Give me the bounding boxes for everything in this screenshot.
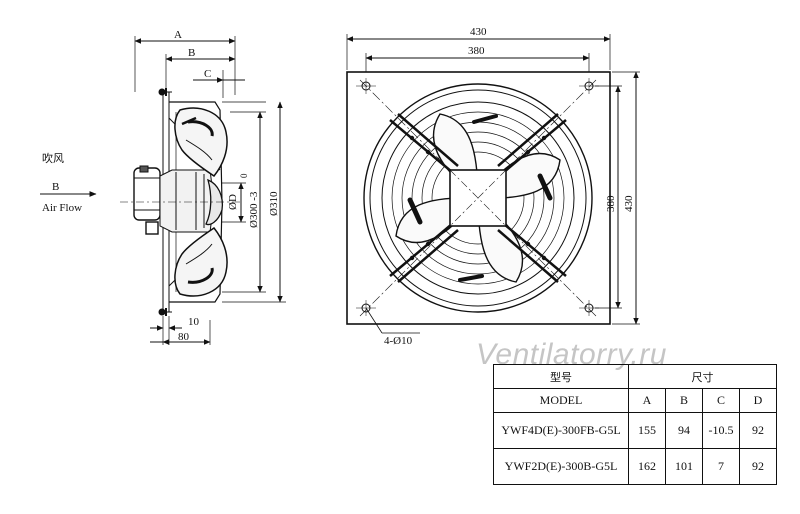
air-flow-label: Air Flow (42, 202, 82, 214)
table-row: YWF2D(E)-300B-G5L 162 101 7 92 (493, 448, 777, 485)
dim-310-label: Ø310 (268, 191, 280, 216)
air-flow-direction-letter: B (52, 181, 59, 193)
cell-b: 101 (665, 448, 703, 485)
cell-a: 162 (628, 448, 666, 485)
dim-c-label: C (204, 68, 211, 80)
air-flow-chinese-label: 吹风 (42, 152, 64, 165)
dim-430-height-label: 430 (623, 195, 635, 212)
cell-b: 94 (665, 412, 703, 449)
dim-430-width-label: 430 (470, 26, 487, 38)
dim-380-width-label: 380 (468, 45, 485, 57)
dim-a-label: A (174, 29, 182, 41)
dim-300-label: Ø300 -3 (248, 191, 260, 228)
row-model: YWF2D(E)-300B-G5L (493, 448, 629, 485)
row-model: YWF4D(E)-300FB-G5L (493, 412, 629, 449)
header-model: MODEL (493, 388, 629, 413)
header-size-cn: 尺寸 (628, 364, 777, 389)
col-header-b: B (665, 388, 703, 413)
col-header-d: D (739, 388, 777, 413)
hole-callout-label: 4-Ø10 (384, 335, 413, 347)
dim-b-label: B (188, 47, 195, 59)
cell-c: 7 (702, 448, 740, 485)
cell-a: 155 (628, 412, 666, 449)
col-header-c: C (702, 388, 740, 413)
cell-d: 92 (739, 412, 777, 449)
header-model-cn: 型号 (493, 364, 629, 389)
table-row: YWF4D(E)-300FB-G5L 155 94 -10.5 92 (493, 412, 777, 449)
col-header-a: A (628, 388, 666, 413)
dim-80-label: 80 (178, 331, 190, 343)
cell-d: 92 (739, 448, 777, 485)
cell-c: -10.5 (702, 412, 740, 449)
spec-table: 型号 尺寸 MODEL A B C D YWF4D(E)-300FB-G5L 1… (493, 364, 777, 485)
dim-10-label: 10 (188, 316, 200, 328)
dim-380-height-label: 380 (605, 195, 617, 212)
side-view (40, 36, 286, 345)
dim-d-label: ØD (227, 194, 239, 210)
front-view (346, 34, 640, 334)
dim-300-tolerance: 0 (239, 173, 249, 178)
